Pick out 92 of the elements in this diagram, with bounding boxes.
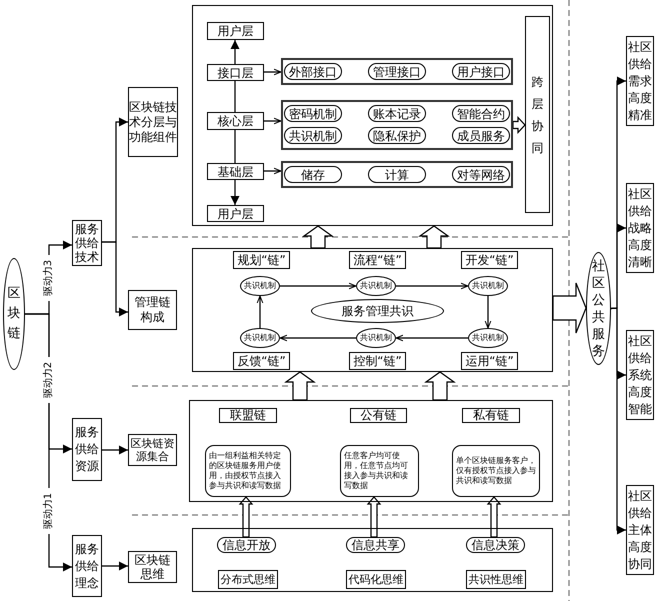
arrow	[102, 241, 128, 316]
arrow	[230, 40, 240, 64]
arrow	[396, 334, 468, 342]
block-arrow	[366, 496, 382, 538]
text-box: 跨层协同	[525, 16, 550, 213]
group-box	[281, 58, 513, 85]
text-box: 管理链构成	[128, 290, 177, 330]
component-pill: 用户接口	[452, 63, 510, 80]
block-arrow	[552, 282, 587, 334]
component-pill: 外部接口	[284, 63, 342, 80]
arrow	[280, 282, 356, 290]
component-pill: 账本记录	[368, 105, 426, 122]
text-box: 区块链技术分层与功能组件	[128, 87, 178, 157]
component-pill: 隐私保护	[368, 127, 426, 144]
block-arrow	[486, 496, 502, 538]
arrow	[102, 562, 128, 570]
text-box: 区块链资源集合	[128, 434, 177, 466]
chain-label-box: 反馈“链”	[233, 352, 290, 370]
description-box: 由一组利益相关特定的区块链服务用户使用，由授权节点接入参与共识和读写数据	[205, 445, 291, 497]
description-box: 单个区块链服务客户，仅有授权节点接入参与共识和读写数据	[452, 445, 540, 497]
layer-box: 接口层	[207, 64, 264, 81]
arrow	[230, 180, 240, 205]
group-box	[281, 161, 513, 188]
group-box	[281, 100, 513, 150]
text-box: 分布式思维	[218, 570, 278, 589]
component-pill: 智能合约	[452, 105, 510, 122]
component-pill: 密码机制	[284, 105, 342, 122]
outcome-box: 社区供给需求高度精准	[626, 36, 654, 126]
description-box: 任意客户均可使用，任意节点均可接入参与共识和读写数据	[340, 445, 419, 497]
chain-type-box: 联盟链	[219, 408, 277, 423]
arrow	[610, 307, 626, 534]
consensus-oval: 共识机制	[356, 328, 396, 348]
outcome-box: 社区供给战略高度清晰	[626, 183, 654, 273]
arrow	[280, 334, 356, 342]
arrow	[484, 296, 492, 328]
arrow	[102, 446, 128, 454]
oval-node: 服务管理共识	[311, 299, 444, 323]
outcome-box: 社区供给主体高度协同	[626, 485, 654, 575]
panel-frame	[189, 400, 553, 502]
chain-type-box: 私有链	[462, 408, 520, 423]
text-box: 共识性思维	[466, 570, 526, 589]
edge-label: 驱动力2	[43, 357, 55, 403]
consensus-oval: 共识机制	[468, 276, 508, 296]
consensus-oval: 共识机制	[468, 328, 508, 348]
layer-box: 基础层	[207, 163, 264, 180]
block-arrow	[424, 371, 456, 401]
consensus-oval: 共识机制	[240, 276, 280, 296]
outcome-box: 社区供给系统高度智能	[626, 330, 654, 420]
chain-type-box: 公有链	[350, 408, 407, 423]
chain-label-box: 运用“链”	[461, 352, 518, 370]
edge-label: 驱动力1	[43, 488, 55, 534]
chain-label-box: 控制“链”	[349, 352, 406, 370]
block-arrow	[302, 225, 334, 249]
arrow	[264, 168, 282, 174]
arrow	[264, 118, 282, 124]
chain-label-box: 开发“链”	[461, 251, 518, 269]
layer-box: 用户层	[207, 205, 264, 222]
component-pill: 信息共享	[346, 537, 405, 553]
panel-frame	[192, 248, 553, 372]
oval-node: 区块链	[3, 258, 25, 370]
component-pill: 储存	[284, 166, 342, 183]
component-pill: 信息开放	[217, 537, 276, 553]
component-pill: 计算	[368, 166, 426, 183]
oval-node: 社区公共服务	[586, 252, 611, 365]
edge-label: 驱动力3	[43, 255, 55, 301]
block-arrow	[418, 225, 450, 249]
text-box: 代码化思维	[346, 570, 406, 589]
connector-line	[234, 130, 236, 163]
consensus-oval: 共识机制	[240, 328, 280, 348]
panel-frame	[192, 528, 553, 592]
arrow	[396, 282, 468, 290]
component-pill: 信息决策	[466, 537, 525, 553]
component-pill: 管理接口	[368, 63, 426, 80]
layer-box: 用户层	[207, 22, 264, 40]
panel-frame	[192, 5, 553, 226]
arrow	[264, 68, 282, 76]
component-pill: 对等网络	[452, 166, 510, 183]
component-pill: 成员服务	[452, 127, 510, 144]
text-box: 服务供给技术	[72, 220, 102, 266]
block-arrow	[512, 116, 526, 134]
chain-label-box: 规划“链”	[233, 251, 290, 269]
arrow	[256, 296, 264, 328]
connector-line	[234, 81, 236, 112]
text-box: 区块链思维	[128, 551, 177, 583]
text-box: 服务供给资源	[72, 418, 102, 481]
consensus-oval: 共识机制	[356, 276, 396, 296]
layer-box: 核心层	[207, 112, 264, 130]
chain-label-box: 流程“链”	[349, 251, 406, 269]
block-arrow	[284, 371, 316, 401]
block-arrow	[238, 496, 254, 538]
text-box: 服务供给理念	[72, 535, 102, 597]
component-pill: 共识机制	[284, 127, 342, 144]
